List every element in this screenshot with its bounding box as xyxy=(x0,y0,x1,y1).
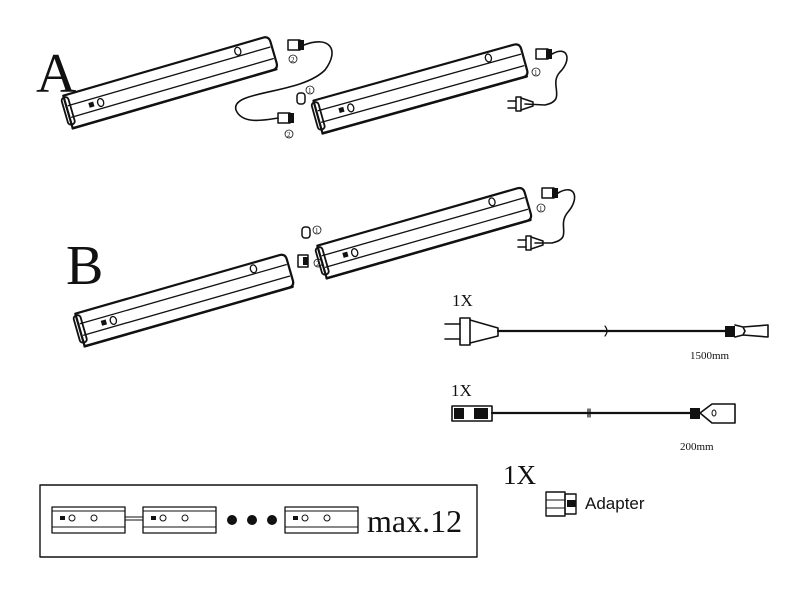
adapter-label: Adapter xyxy=(585,494,645,513)
light-bar-b2 xyxy=(71,252,296,349)
chained-bar xyxy=(284,506,359,534)
link-cable-200 xyxy=(451,403,736,424)
power-cable-a: 1 xyxy=(507,48,568,112)
step-2-marker: 2 xyxy=(316,260,320,268)
light-bar-a2 xyxy=(309,41,530,136)
light-bar-b1 xyxy=(313,185,534,281)
link-cable-quantity: 1X xyxy=(451,381,472,400)
step-1-marker: 1 xyxy=(539,205,543,213)
step-1-marker: 1 xyxy=(315,227,319,235)
chained-bar xyxy=(51,506,126,534)
ellipsis-dots xyxy=(227,515,277,525)
adapter-quantity: 1X xyxy=(503,460,537,490)
section-a-label: A xyxy=(36,43,77,105)
max-count-label: max.12 xyxy=(367,503,462,539)
end-cap xyxy=(296,92,306,105)
chain-box xyxy=(39,484,478,558)
light-bar-a1 xyxy=(59,34,280,131)
link-cable-a: 2 2 1 xyxy=(235,39,333,139)
end-cap xyxy=(301,226,311,239)
section-b-label: B xyxy=(66,235,103,297)
chained-bar xyxy=(142,506,217,534)
power-cable-length: 1500mm xyxy=(690,350,730,362)
connector-b: 1 2 xyxy=(297,225,323,268)
step-2-marker: 2 xyxy=(291,56,295,64)
step-1-marker: 1 xyxy=(534,69,538,77)
power-cable-quantity: 1X xyxy=(452,291,473,310)
power-cable-1500 xyxy=(444,317,769,346)
link-cable-length: 200mm xyxy=(680,441,714,453)
step-1-marker: 1 xyxy=(308,87,312,95)
adapter-icon xyxy=(545,491,577,517)
step-2-marker: 2 xyxy=(287,131,291,139)
power-cable-b: 1 xyxy=(517,187,576,251)
